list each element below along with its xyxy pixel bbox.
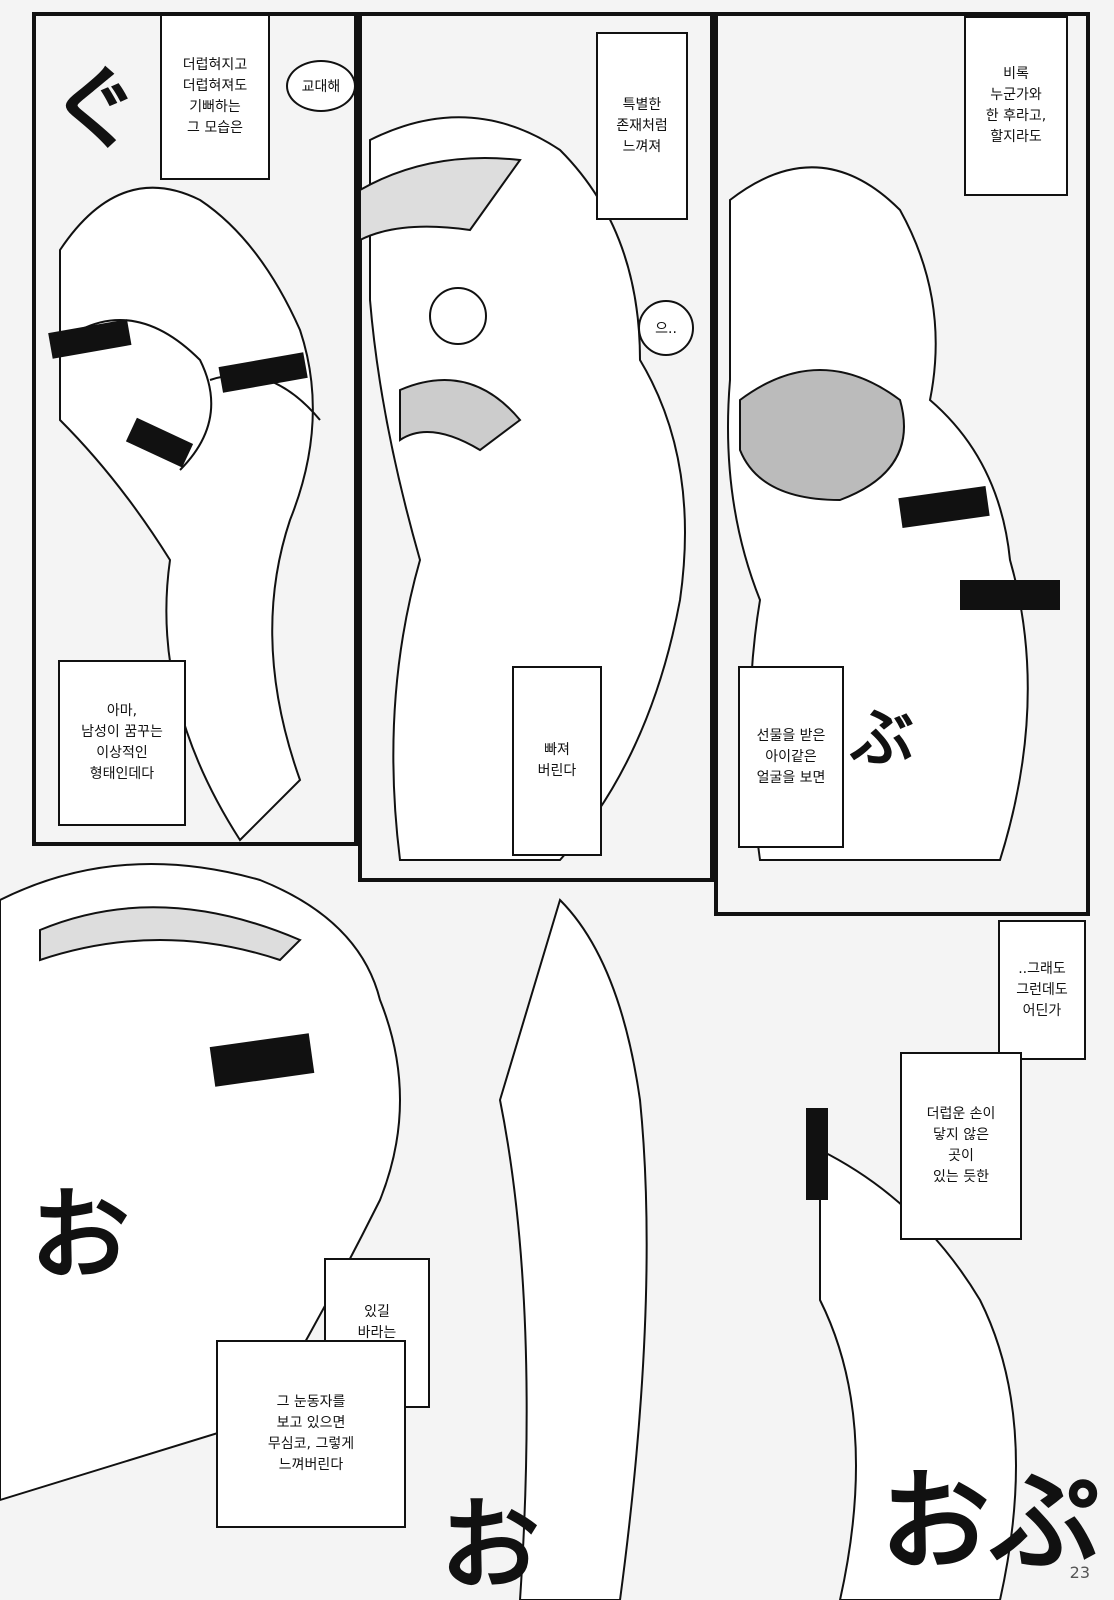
speech-bubble-swap: 교대해 bbox=[286, 60, 356, 112]
caption-p1-bottom: 아마, 남성이 꿈꾸는 이상적인 형태인데다 bbox=[58, 660, 186, 826]
panel-2-frame bbox=[358, 12, 714, 882]
svg-text:お: お bbox=[30, 1176, 130, 1294]
caption-p3-top: 비록 누군가와 한 후라고, 할지라도 bbox=[964, 16, 1068, 196]
page-number: 23 bbox=[1069, 1563, 1090, 1582]
panel-3-frame bbox=[714, 12, 1090, 916]
caption-p4-right-a: ..그래도 그런데도 어딘가 bbox=[998, 920, 1086, 1060]
caption-p3-bottom: 선물을 받은 아이같은 얼굴을 보면 bbox=[738, 666, 844, 848]
caption-p4-right-b: 더럽운 손이 닿지 않은 곳이 있는 듯한 bbox=[900, 1052, 1022, 1240]
caption-p2-bottom: 빠져 버린다 bbox=[512, 666, 602, 856]
svg-text:お: お bbox=[440, 1486, 540, 1600]
svg-text:ぐ: ぐ bbox=[50, 56, 140, 162]
panel-1-figure bbox=[59, 186, 321, 842]
caption-p2-top: 특별한 존재처럼 느껴져 bbox=[596, 32, 688, 220]
speech-bubble-ellipsis: 으.. bbox=[638, 300, 694, 356]
caption-p4-bottom-b: 그 눈동자를 보고 있으면 무심코, 그렇게 느껴버린다 bbox=[216, 1340, 406, 1528]
caption-p1-top: 더럽혀지고 더럽혀져도 기뻐하는 그 모습은 bbox=[160, 14, 270, 180]
svg-text:おぷ: おぷ bbox=[880, 1457, 1100, 1586]
svg-text:ぶ: ぶ bbox=[849, 701, 914, 776]
